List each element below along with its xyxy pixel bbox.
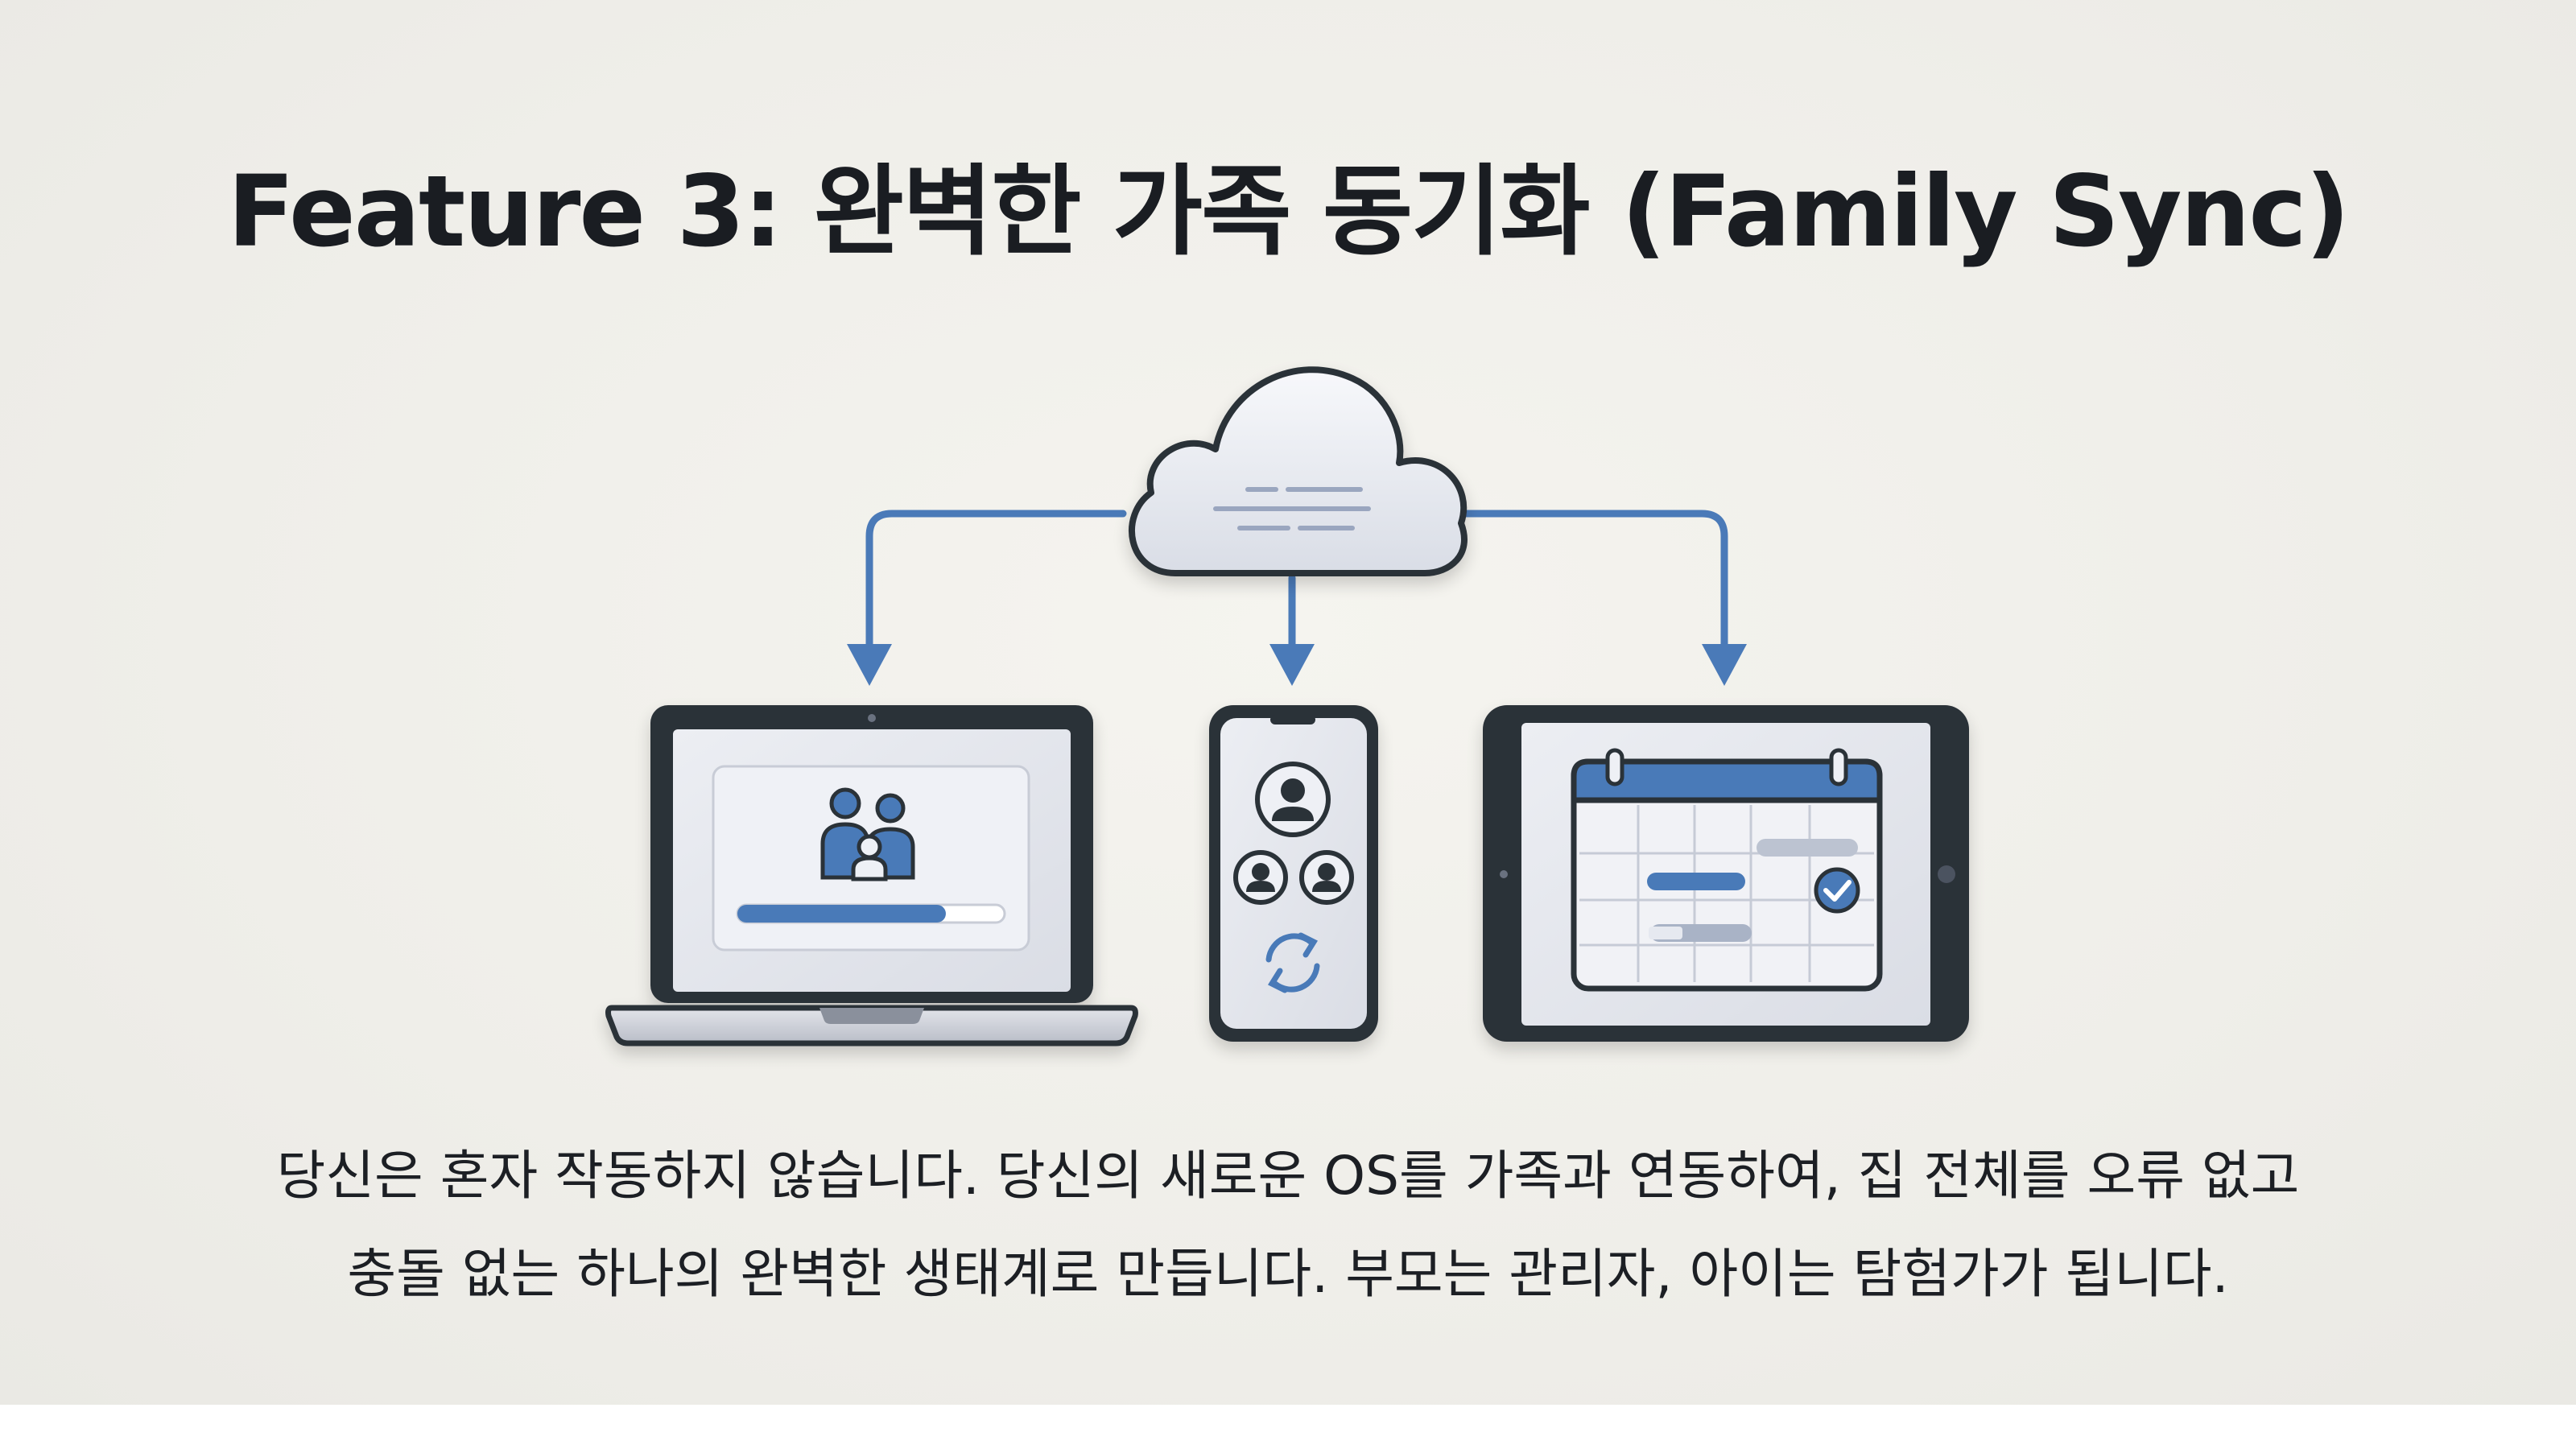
arrow-phone xyxy=(1269,644,1315,686)
user-avatar-icon xyxy=(1255,762,1331,837)
slide-description: 당신은 혼자 작동하지 않습니다. 당신의 새로운 OS를 가족과 연동하여, … xyxy=(0,1127,2576,1323)
check-icon xyxy=(1814,867,1860,914)
connector-tablet xyxy=(1453,510,1728,648)
sync-arrowheads xyxy=(847,644,1747,686)
arrow-laptop xyxy=(847,644,892,686)
sync-diagram xyxy=(605,366,1969,1046)
phone-icon xyxy=(1209,705,1378,1042)
laptop-progress-bar xyxy=(736,903,1006,924)
sync-icon xyxy=(1265,932,1320,993)
description-line-1: 당신은 혼자 작동하지 않습니다. 당신의 새로운 OS를 가족과 연동하여, … xyxy=(276,1145,2300,1207)
slide-title: Feature 3: 완벽한 가족 동기화 (Family Sync) xyxy=(227,155,2351,269)
sync-connectors xyxy=(865,510,1728,648)
cloud-icon xyxy=(1129,366,1468,576)
member-avatar-icon xyxy=(1233,850,1288,905)
arrow-tablet xyxy=(1702,644,1747,686)
calendar-icon xyxy=(1571,748,1883,992)
description-line-2: 충돌 없는 하나의 완벽한 생태계로 만듭니다. 부모는 관리자, 아이는 탐험… xyxy=(347,1243,2229,1305)
tablet-icon xyxy=(1483,705,1969,1042)
member-avatar-icon xyxy=(1299,850,1354,905)
laptop-icon xyxy=(605,705,1138,1046)
family-icon xyxy=(820,787,915,881)
slide: Feature 3: 완벽한 가족 동기화 (Family Sync) xyxy=(0,0,2576,1405)
connector-laptop xyxy=(865,510,1127,648)
